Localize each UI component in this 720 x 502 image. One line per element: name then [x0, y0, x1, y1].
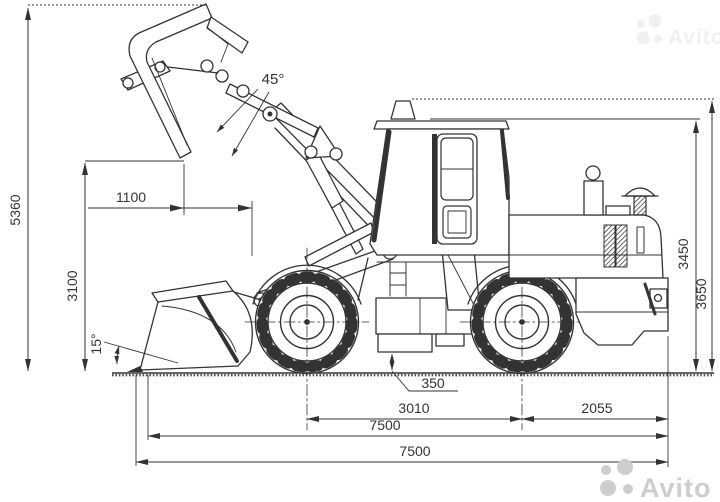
dim-overall-length-2	[135, 375, 669, 466]
label-beacon-height: 3650	[693, 278, 709, 309]
label-ground-clearance: 350	[421, 375, 445, 391]
label-dump-clearance: 3100	[64, 270, 80, 301]
label-rear-span: 2055	[581, 400, 612, 416]
dim-dump-angle-leaders	[216, 88, 270, 157]
avito-logo-icon	[600, 459, 633, 496]
engine-hood	[508, 165, 664, 279]
label-rake-angle: 15°	[88, 333, 104, 354]
counterweight	[575, 277, 669, 346]
dim-dump-clearance	[82, 160, 184, 372]
dim-overall-length-1	[147, 375, 669, 440]
dim-roof-height	[430, 118, 700, 372]
loader-machine	[120, 3, 669, 431]
cab-ladder	[389, 261, 407, 297]
label-overall-height-raised: 5360	[7, 194, 23, 225]
label-wheelbase: 3010	[398, 400, 429, 416]
dim-rake-angle	[103, 341, 179, 365]
label-dump-angle: 45°	[262, 71, 285, 88]
label-reach: 1100	[116, 189, 146, 205]
dim-rear-span	[521, 336, 669, 467]
watermark-brand-text: Avito	[640, 473, 712, 502]
dimension-labels: 5360 3100 1100 15° 45° 3450 3650 350 301…	[7, 71, 709, 459]
cab	[369, 100, 510, 297]
dim-ground-clearance	[389, 353, 458, 392]
vent-grille	[603, 224, 616, 268]
raised-boom-linkage	[120, 60, 402, 255]
watermark-bottom-right: Avito	[600, 459, 712, 502]
avito-logo-icon	[636, 14, 662, 45]
dim-overall-height-raised	[25, 4, 206, 372]
vent-grille	[615, 224, 628, 268]
watermark-top-right: Avito	[636, 14, 720, 49]
lowered-bucket	[127, 280, 262, 372]
front-fender	[252, 264, 362, 305]
ground-line	[112, 372, 714, 377]
watermark-brand-text: Avito	[668, 26, 720, 49]
air-intake-stack	[583, 180, 604, 216]
dimension-lines	[25, 4, 715, 467]
label-overall-length-2: 7500	[399, 443, 430, 459]
dim-reach	[88, 164, 253, 256]
raised-bucket	[128, 3, 249, 159]
dim-beacon-height	[412, 98, 715, 372]
beacon	[390, 100, 416, 120]
cab-roof	[373, 120, 510, 130]
label-overall-length-1: 7500	[369, 417, 400, 433]
label-roof-height: 3450	[675, 238, 691, 269]
exhaust-pipe	[621, 187, 659, 216]
